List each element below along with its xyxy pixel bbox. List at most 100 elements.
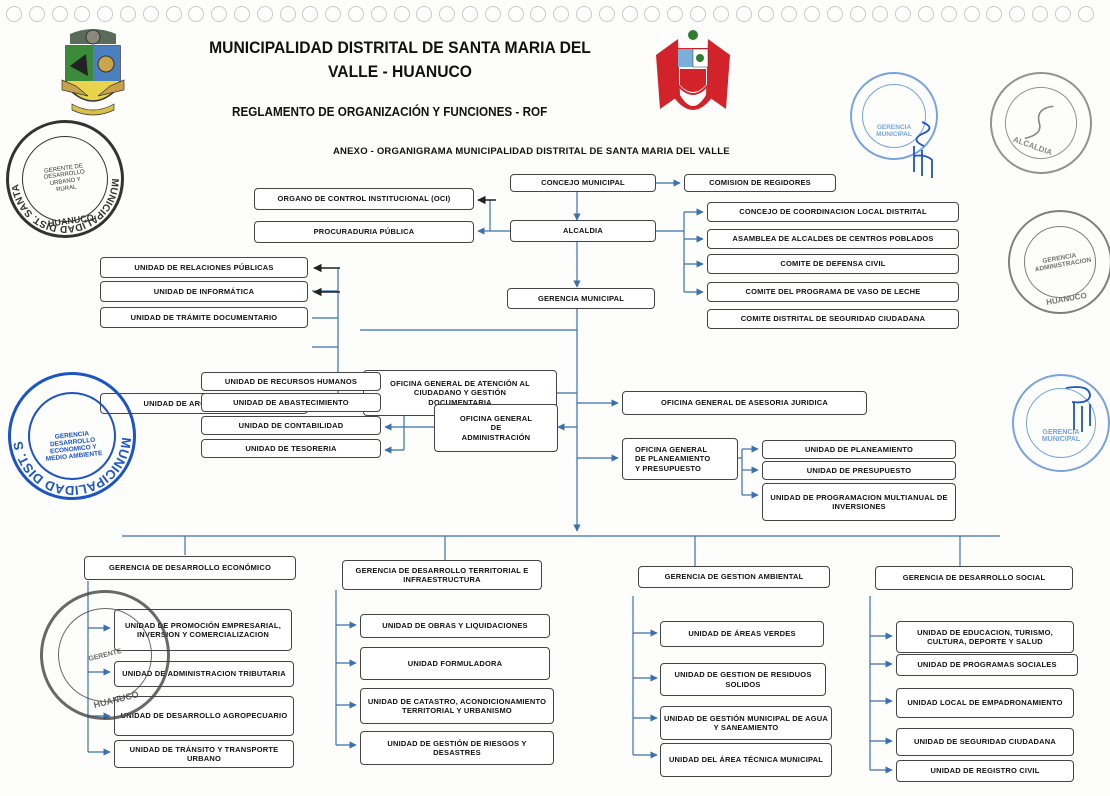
binder-hole xyxy=(940,6,957,22)
asesoria-juridica-label: OFICINA GENERAL DE ASESORIA JURIDICA xyxy=(660,398,829,408)
binder-hole xyxy=(234,6,250,22)
binder-hole xyxy=(1054,6,1071,22)
unidad-informatica-box: UNIDAD DE INFORMÁTICA xyxy=(100,281,308,302)
gerencia-4-unit-2-label: UNIDAD DE PROGRAMAS SOCIALES xyxy=(917,660,1057,670)
binder-hole xyxy=(370,6,387,22)
unidad-presupuesto-box: UNIDAD DE PRESUPUESTO xyxy=(762,461,956,480)
stamp3-inner-text: GERENCIA MUNICIPAL xyxy=(876,124,912,138)
oficina-admin-line-2: DE xyxy=(490,423,502,433)
comite-defensa-civil-box: COMITE DE DEFENSA CIVIL xyxy=(707,254,959,274)
stamp6-inner-text: GERENCIA MUNICIPAL xyxy=(1041,429,1081,443)
binder-holes xyxy=(0,4,1110,24)
gerencia-2-unit-1: UNIDAD DE OBRAS Y LIQUIDACIONES xyxy=(360,614,550,638)
unidad-relaciones-publicas-box-label: UNIDAD DE RELACIONES PÚBLICAS xyxy=(134,262,274,272)
gerencia-1-unit-4: UNIDAD DE TRÁNSITO Y TRANSPORTE URBANO xyxy=(114,740,294,768)
binder-hole xyxy=(507,6,524,22)
unidad-contabilidad-box: UNIDAD DE CONTABILIDAD xyxy=(201,416,381,435)
binder-hole xyxy=(918,6,934,22)
peru-coat-of-arms xyxy=(650,25,736,131)
comision-regidores-box: COMISION DE REGIDORES xyxy=(684,174,836,192)
gerencia-4-unit-3-label: UNIDAD LOCAL DE EMPADRONAMIENTO xyxy=(907,698,1063,708)
gerencia-1-header-label: GERENCIA DE DESARROLLO ECONÓMICO xyxy=(109,563,271,573)
municipal-crest-logo xyxy=(58,26,128,122)
gerencia-2-unit-4-label: UNIDAD DE GESTIÓN DE RIESGOS Y DESASTRES xyxy=(387,738,527,757)
unidad-tramite-box-label: UNIDAD DE TRÁMITE DOCUMENTARIO xyxy=(130,312,278,322)
comite-defensa-civil-box-label: COMITE DE DEFENSA CIVIL xyxy=(780,259,886,269)
gerencia-2-unit-3: UNIDAD DE CATASTRO, ACONDICIONAMIENTO TE… xyxy=(360,688,554,724)
concejo-municipal-label: CONCEJO MUNICIPAL xyxy=(541,178,625,188)
alcaldia-label: ALCALDIA xyxy=(563,226,603,236)
binder-hole xyxy=(826,6,843,22)
gerencia-4-unit-2: UNIDAD DE PROGRAMAS SOCIALES xyxy=(896,654,1078,676)
asesoria-juridica-box: OFICINA GENERAL DE ASESORIA JURIDICA xyxy=(622,391,867,415)
signature-mark-2 xyxy=(1065,386,1091,432)
oficina-atencion-line-1: OFICINA GENERAL DE ATENCIÓN AL xyxy=(390,378,530,388)
gerencia-4-unit-5: UNIDAD DE REGISTRO CIVIL xyxy=(896,760,1074,782)
oficina-atencion-line-2: CIUDADANO Y GESTIÓN xyxy=(413,388,507,398)
gerencia-3-unit-4-label: UNIDAD DEL ÁREA TÉCNICA MUNICIPAL xyxy=(668,755,824,765)
unidad-abastecimiento-box-label: UNIDAD DE ABASTECIMIENTO xyxy=(233,397,349,407)
gerencia-3-unit-2: UNIDAD DE GESTION DE RESIDUOS SOLIDOS xyxy=(660,663,826,696)
binder-hole xyxy=(416,6,433,22)
stamp-gerente-urbano: MUNICIPALIDAD DIST. SANTA MARIA DEL VALL… xyxy=(0,112,132,246)
oficina-planeamiento-box: OFICINA GENERAL DE PLANEAMIENTO Y PRESUP… xyxy=(622,438,738,480)
gerencia-3-unit-1: UNIDAD DE ÁREAS VERDES xyxy=(660,621,824,647)
comite-seguridad-box-label: COMITE DISTRITAL DE SEGURIDAD CIUDADANA xyxy=(740,314,926,324)
binder-hole xyxy=(690,6,706,22)
binder-hole xyxy=(462,6,478,22)
oficina-planeamiento-line-1: OFICINA GENERAL xyxy=(635,444,708,454)
binder-hole xyxy=(530,6,547,22)
stamp-alcaldia: ALCALDIA xyxy=(975,57,1107,189)
gerencia-3-header: GERENCIA DE GESTION AMBIENTAL xyxy=(638,566,830,588)
binder-hole xyxy=(758,6,775,22)
unidad-programacion-box: UNIDAD DE PROGRAMACION MULTIANUAL DE INV… xyxy=(762,483,956,521)
stamp-gerencia-economico: MUNICIPALIDAD DIST. SANTA MARIA DEL VALL… xyxy=(1,365,143,507)
gerencia-2-header: GERENCIA DE DESARROLLO TERRITORIAL E INF… xyxy=(342,560,542,590)
gerencia-1-unit-2: UNIDAD DE ADMINISTRACION TRIBUTARIA xyxy=(114,661,294,687)
unidad-informatica-box-label: UNIDAD DE INFORMÁTICA xyxy=(153,286,255,296)
gerencia-4-unit-3: UNIDAD LOCAL DE EMPADRONAMIENTO xyxy=(896,688,1074,718)
unidad-recursos-humanos-box-label: UNIDAD DE RECURSOS HUMANOS xyxy=(224,376,358,386)
title-line-1: MUNICIPALIDAD DISTRITAL DE SANTA MARIA D… xyxy=(209,38,591,57)
gerencia-4-unit-5-label: UNIDAD DE REGISTRO CIVIL xyxy=(930,766,1040,776)
binder-hole xyxy=(165,6,182,22)
oficina-atencion-line-3: DOCUMENTARIA xyxy=(428,397,492,407)
unidad-tesoreria-box-label: UNIDAD DE TESORERIA xyxy=(245,443,337,453)
binder-hole xyxy=(439,6,456,22)
binder-hole xyxy=(97,6,114,22)
alcaldia-box: ALCALDIA xyxy=(510,220,656,242)
binder-hole xyxy=(712,6,729,22)
binder-hole xyxy=(51,6,68,22)
binder-hole xyxy=(644,6,661,22)
oficina-admin-line-3: ADMINISTRACIÓN xyxy=(461,432,531,442)
stamp-gerencia-municipal-top: GERENCIA MUNICIPAL xyxy=(850,72,938,160)
binder-hole xyxy=(393,6,410,22)
binder-hole xyxy=(872,6,889,22)
comite-seguridad-box: COMITE DISTRITAL DE SEGURIDAD CIUDADANA xyxy=(707,309,959,329)
gerencia-4-header: GERENCIA DE DESARROLLO SOCIAL xyxy=(875,566,1073,590)
binder-hole xyxy=(735,6,752,22)
gerencia-2-unit-3-label: UNIDAD DE CATASTRO, ACONDICIONAMIENTO TE… xyxy=(367,696,547,715)
signature-mark-1 xyxy=(913,121,933,178)
oficina-planeamiento-line-3: Y PRESUPUESTO xyxy=(635,463,702,473)
gerencia-3-header-label: GERENCIA DE GESTION AMBIENTAL xyxy=(664,572,804,582)
binder-hole xyxy=(1032,6,1048,22)
unidad-contabilidad-box-label: UNIDAD DE CONTABILIDAD xyxy=(238,420,344,430)
binder-hole xyxy=(576,6,592,22)
binder-hole xyxy=(1009,6,1026,22)
binder-hole xyxy=(621,6,638,22)
gerencia-4-unit-1-label: UNIDAD DE EDUCACION, TURISMO, CULTURA, D… xyxy=(917,627,1053,646)
binder-hole xyxy=(553,6,570,22)
asamblea-alcaldes-box: ASAMBLEA DE ALCALDES DE CENTROS POBLADOS xyxy=(707,229,959,249)
gerencia-municipal-label: GERENCIA MUNICIPAL xyxy=(537,293,625,303)
gerencia-3-unit-3: UNIDAD DE GESTIÓN MUNICIPAL DE AGUA Y SA… xyxy=(660,706,832,740)
binder-hole xyxy=(28,6,45,22)
binder-hole xyxy=(484,6,501,22)
gerencia-1-unit-4-label: UNIDAD DE TRÁNSITO Y TRANSPORTE URBANO xyxy=(129,744,279,763)
binder-hole xyxy=(781,6,798,22)
gerencia-3-unit-4: UNIDAD DEL ÁREA TÉCNICA MUNICIPAL xyxy=(660,743,832,777)
gerencia-1-unit-1: UNIDAD DE PROMOCIÓN EMPRESARIAL, INVERSI… xyxy=(114,609,292,651)
concejo-municipal-box: CONCEJO MUNICIPAL xyxy=(510,174,656,192)
oci-box: ORGANO DE CONTROL INSTITUCIONAL (OCI) xyxy=(254,188,474,210)
comite-vaso-leche-box: COMITE DEL PROGRAMA DE VASO DE LECHE xyxy=(707,282,959,302)
